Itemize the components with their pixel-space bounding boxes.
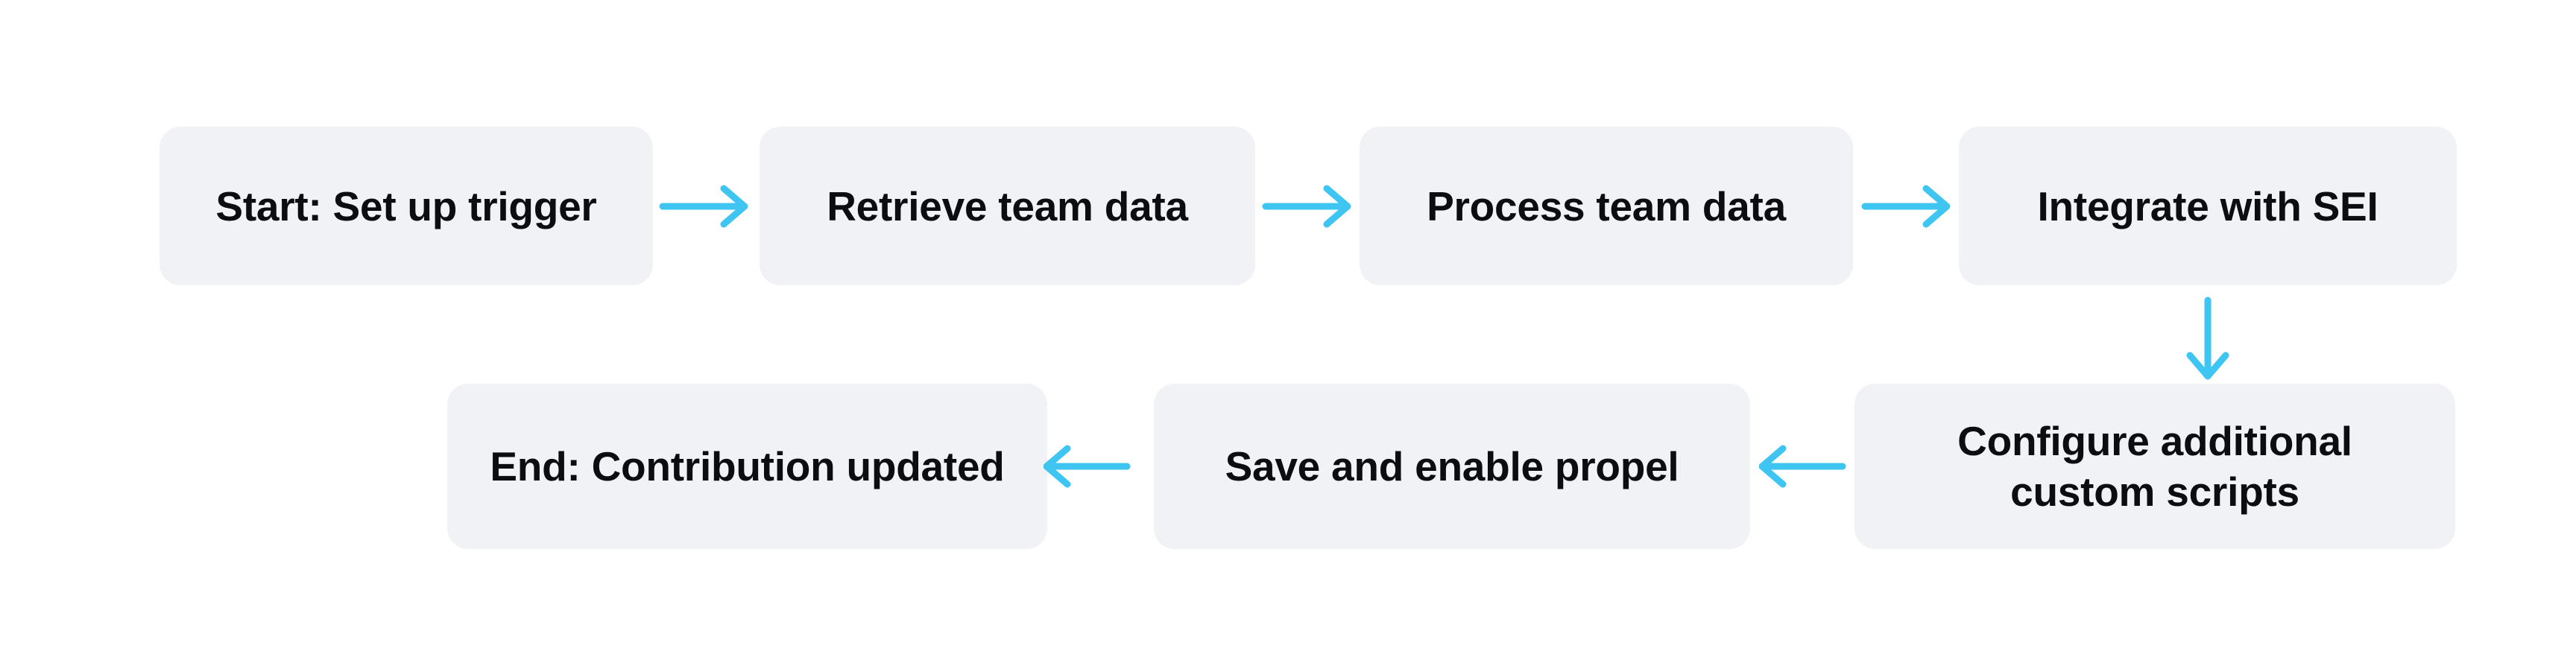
arrow-down-icon (2186, 297, 2229, 380)
node-start: Start: Set up trigger (160, 127, 653, 285)
node-save-and-enable-propel: Save and enable propel (1154, 384, 1750, 549)
arrow-left-icon (1759, 445, 1846, 488)
node-process-team-data: Process team data (1360, 127, 1853, 285)
node-retrieve-team-data: Retrieve team data (760, 127, 1255, 285)
arrow-right-icon (659, 185, 748, 228)
node-integrate-with-sei: Integrate with SEI (1959, 127, 2457, 285)
arrow-left-icon (1044, 445, 1131, 488)
node-configure-custom-scripts: Configure additional custom scripts (1854, 384, 2455, 549)
node-end-contribution-updated: End: Contribution updated (447, 384, 1047, 549)
arrow-right-icon (1262, 185, 1351, 228)
arrow-right-icon (1861, 185, 1951, 228)
